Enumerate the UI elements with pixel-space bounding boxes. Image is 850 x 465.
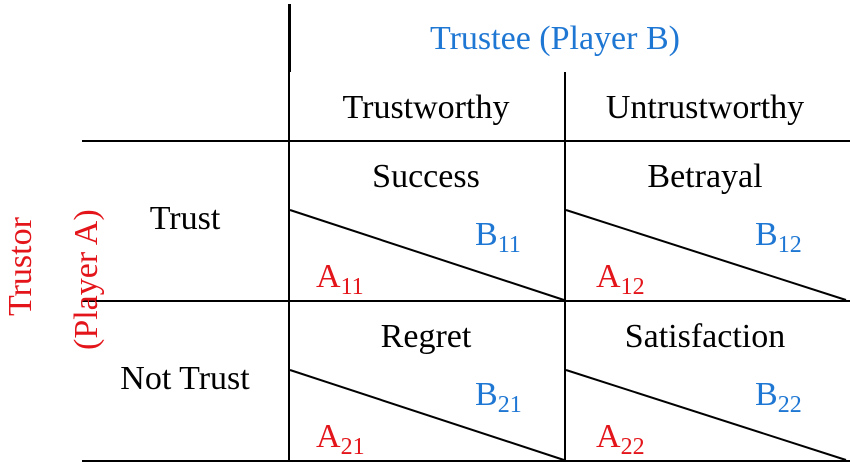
diagonal-cell-22 <box>565 369 847 461</box>
outcome-success: Success <box>372 158 480 195</box>
outcome-betrayal: Betrayal <box>647 158 763 195</box>
grid-vertical-middle <box>564 72 566 462</box>
column-header-untrustworthy: Untrustworthy <box>605 89 805 126</box>
payoff-a21: A21 <box>316 418 365 460</box>
column-header-trustworthy: Trustworthy <box>342 89 510 126</box>
payoff-a12: A12 <box>596 258 645 300</box>
payoff-a22: A22 <box>596 418 645 460</box>
diagonal-cell-12 <box>565 209 847 301</box>
grid-horizontal-middle <box>82 300 850 302</box>
grid-vertical-left <box>288 72 290 462</box>
outcome-regret: Regret <box>380 318 472 355</box>
grid-horizontal-header <box>82 140 850 142</box>
row-header-not-trust: Not Trust <box>120 360 250 397</box>
payoff-b11: B11 <box>475 216 521 258</box>
grid-horizontal-bottom <box>82 460 850 462</box>
header-left-divider <box>288 4 291 72</box>
payoff-b22: B22 <box>755 376 802 418</box>
trustor-label: Trustor <box>2 217 39 316</box>
row-header-trust: Trust <box>149 200 221 237</box>
trustee-header: Trustee (Player B) <box>430 20 680 57</box>
trustor-sub-label: (Player A) <box>68 209 105 350</box>
diagonal-cell-21 <box>289 369 565 461</box>
payoff-b12: B12 <box>755 216 802 258</box>
payoff-a11: A11 <box>316 258 364 300</box>
diagonal-cell-11 <box>289 209 565 301</box>
payoff-b21: B21 <box>475 376 522 418</box>
outcome-satisfaction: Satisfaction <box>624 318 786 355</box>
